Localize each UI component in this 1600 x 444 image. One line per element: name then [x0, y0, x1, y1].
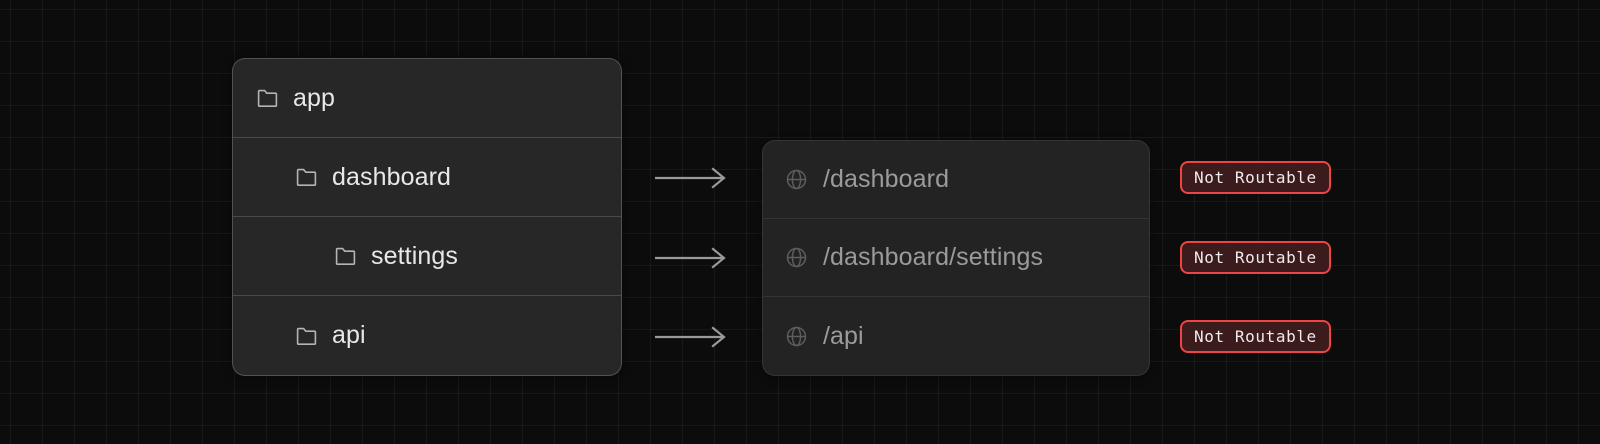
- route-row-api[interactable]: /api: [763, 297, 1149, 375]
- tree-row-app[interactable]: app: [233, 59, 621, 138]
- tree-row-label: settings: [371, 241, 458, 270]
- folder-icon: [257, 89, 278, 107]
- status-badge: Not Routable: [1180, 241, 1331, 274]
- tree-row-label: dashboard: [332, 162, 452, 191]
- arrow-right-icon: [655, 166, 727, 190]
- file-tree-panel: app dashboard settings: [232, 58, 622, 376]
- arrow-right-icon: [655, 325, 727, 349]
- globe-icon: [786, 326, 807, 347]
- tree-row-label: app: [293, 83, 336, 112]
- tree-row-settings[interactable]: settings: [233, 217, 621, 296]
- route-row-dashboard[interactable]: /dashboard: [763, 141, 1149, 219]
- route-path-label: /dashboard/settings: [823, 243, 1044, 271]
- status-badge: Not Routable: [1180, 161, 1331, 194]
- routes-panel: /dashboard /dashboard/settings /api: [762, 140, 1150, 376]
- globe-icon: [786, 169, 807, 190]
- folder-icon: [335, 247, 356, 265]
- route-row-dashboard-settings[interactable]: /dashboard/settings: [763, 219, 1149, 297]
- globe-icon: [786, 247, 807, 268]
- arrow-right-icon: [655, 246, 727, 270]
- folder-icon: [296, 327, 317, 345]
- route-path-label: /api: [823, 321, 864, 350]
- route-path-label: /dashboard: [823, 165, 950, 193]
- tree-row-label: api: [332, 321, 366, 349]
- status-badge: Not Routable: [1180, 320, 1331, 353]
- tree-row-api[interactable]: api: [233, 296, 621, 375]
- folder-icon: [296, 168, 317, 186]
- tree-row-dashboard[interactable]: dashboard: [233, 138, 621, 217]
